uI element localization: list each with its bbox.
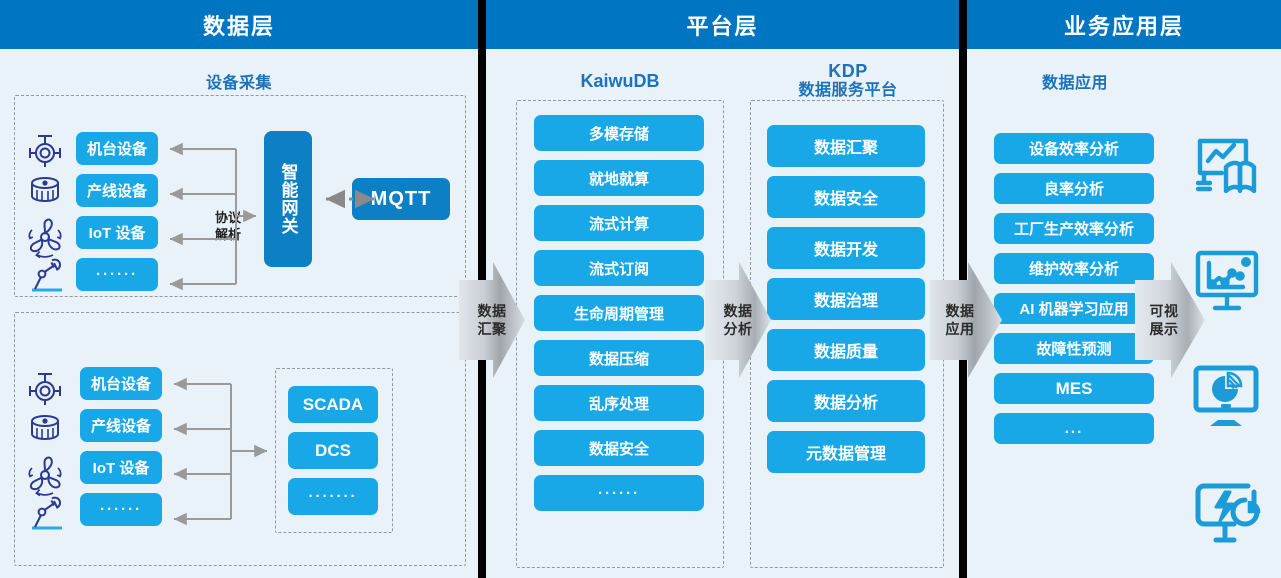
column-title-kdp-line1: KDP <box>828 61 868 81</box>
device-list-top: 机台设备 产线设备 IoT 设备 ······ <box>76 132 158 300</box>
smart-gateway-node[interactable]: 智能网关 <box>264 131 312 267</box>
dcs-pill[interactable]: DCS <box>288 432 378 469</box>
layer-title-platform: 平台层 <box>486 0 959 49</box>
app-feature[interactable]: MES <box>994 373 1154 404</box>
device-pill[interactable]: 产线设备 <box>76 174 158 207</box>
layer-body-business: 数据应用 设备效率分析 良率分析 工厂生产效率分析 维护效率分析 AI 机器学习… <box>967 52 1281 578</box>
control-systems-box <box>275 368 393 533</box>
monitor-pie-chart-icon <box>1189 362 1265 439</box>
column-title-data-app: 数据应用 <box>1041 75 1108 92</box>
app-feature[interactable]: 故障性预测 <box>994 333 1154 364</box>
layer-panel-business: 业务应用层 数据应用 设备效率分析 良率分析 工厂生产效率分析 维护效率分析 A… <box>967 0 1281 578</box>
flow-arrow-label-line2: 应用 <box>945 321 975 337</box>
column-title-kdp: KDP 数据服务平台 <box>738 62 958 100</box>
kaiwudb-feature[interactable]: 流式订阅 <box>534 250 704 286</box>
flow-arrow-data-analysis: 数据 分析 <box>705 262 771 378</box>
flow-arrow-visualization: 可视 展示 <box>1135 262 1205 378</box>
column-title-kaiwudb: KaiwuDB <box>580 71 660 91</box>
kdp-feature[interactable]: 数据质量 <box>767 329 925 371</box>
flow-arrow-label-line1: 可视 <box>1149 303 1179 319</box>
protocol-parse-label-line1: 协议 <box>214 210 241 225</box>
layer-panel-data: 数据层 设备采集 <box>0 0 478 578</box>
kaiwudb-feature[interactable]: 流式计算 <box>534 205 704 241</box>
device-group-bottom-box <box>14 312 466 566</box>
flow-arrow-label-line1: 数据 <box>723 303 753 319</box>
monitor-line-chart-icon <box>1191 246 1263 321</box>
scada-pill[interactable]: SCADA <box>288 386 378 423</box>
app-feature[interactable]: 维护效率分析 <box>994 253 1154 284</box>
protocol-parse-label: 协议 解析 <box>206 209 250 243</box>
app-feature-more[interactable]: ... <box>994 413 1154 444</box>
column-title-kdp-line2: 数据服务平台 <box>798 82 898 99</box>
kaiwudb-feature[interactable]: 生命周期管理 <box>534 295 704 331</box>
flow-arrow-data-application: 数据 应用 <box>930 262 1002 378</box>
flow-arrow-label-line1: 数据 <box>945 303 975 319</box>
device-group-top-box <box>14 95 466 297</box>
monitor-energy-gauge-icon <box>1191 478 1267 557</box>
app-feature[interactable]: 设备效率分析 <box>994 133 1154 164</box>
protocol-parse-label-line2: 解析 <box>214 227 241 242</box>
app-feature[interactable]: 工厂生产效率分析 <box>994 213 1154 244</box>
kaiwudb-feature-more[interactable]: ······ <box>534 475 704 511</box>
kaiwudb-feature[interactable]: 数据压缩 <box>534 340 704 376</box>
device-pill[interactable]: 产线设备 <box>80 409 162 442</box>
kaiwudb-feature[interactable]: 就地就算 <box>534 160 704 196</box>
control-systems-more-pill[interactable]: ······· <box>288 478 378 515</box>
flow-arrow-label-line2: 分析 <box>723 321 753 337</box>
mqtt-node[interactable]: MQTT <box>352 178 450 220</box>
flow-arrow-label-line1: 数据 <box>477 303 507 319</box>
device-pill-more[interactable]: ······ <box>76 258 158 291</box>
device-icons-top <box>24 130 68 301</box>
layer-body-platform: KaiwuDB 多模存储 就地就算 流式计算 流式订阅 生命周期管理 数据压缩 … <box>486 52 959 578</box>
flow-arrow-label-line2: 展示 <box>1149 321 1179 337</box>
kdp-feature[interactable]: 数据安全 <box>767 176 925 218</box>
device-icons-bottom <box>24 368 68 539</box>
kdp-feature[interactable]: 数据开发 <box>767 227 925 269</box>
kaiwudb-feature[interactable]: 乱序处理 <box>534 385 704 421</box>
kdp-feature[interactable]: 数据分析 <box>767 380 925 422</box>
flow-arrow-data-aggregation: 数据 汇聚 <box>459 262 525 378</box>
kaiwudb-feature-list: 多模存储 就地就算 流式计算 流式订阅 生命周期管理 数据压缩 乱序处理 数据安… <box>534 115 704 520</box>
device-list-bottom: 机台设备 产线设备 IoT 设备 ······ <box>80 367 162 535</box>
kdp-feature-list: 数据汇聚 数据安全 数据开发 数据治理 数据质量 数据分析 元数据管理 <box>767 125 925 482</box>
kdp-feature[interactable]: 数据汇聚 <box>767 125 925 167</box>
kaiwudb-feature[interactable]: 多模存储 <box>534 115 704 151</box>
kaiwudb-feature[interactable]: 数据安全 <box>534 430 704 466</box>
app-feature[interactable]: 良率分析 <box>994 173 1154 204</box>
layer-title-data: 数据层 <box>0 0 478 49</box>
kdp-feature[interactable]: 数据治理 <box>767 278 925 320</box>
chart-board-book-icon <box>1190 127 1262 204</box>
column-title-device-collect: 设备采集 <box>205 75 272 92</box>
device-pill-more[interactable]: ······ <box>80 493 162 526</box>
device-pill[interactable]: IoT 设备 <box>76 216 158 249</box>
layer-title-business: 业务应用层 <box>967 0 1281 49</box>
app-feature[interactable]: AI 机器学习应用 <box>994 293 1154 324</box>
layer-body-data: 设备采集 <box>0 52 478 578</box>
flow-arrow-label-line2: 汇聚 <box>477 321 507 337</box>
device-pill[interactable]: 机台设备 <box>80 367 162 400</box>
app-feature-list: 设备效率分析 良率分析 工厂生产效率分析 维护效率分析 AI 机器学习应用 故障… <box>994 133 1154 453</box>
control-systems-list: SCADA DCS ······· <box>288 386 378 524</box>
device-pill[interactable]: 机台设备 <box>76 132 158 165</box>
kdp-feature[interactable]: 元数据管理 <box>767 431 925 473</box>
device-pill[interactable]: IoT 设备 <box>80 451 162 484</box>
